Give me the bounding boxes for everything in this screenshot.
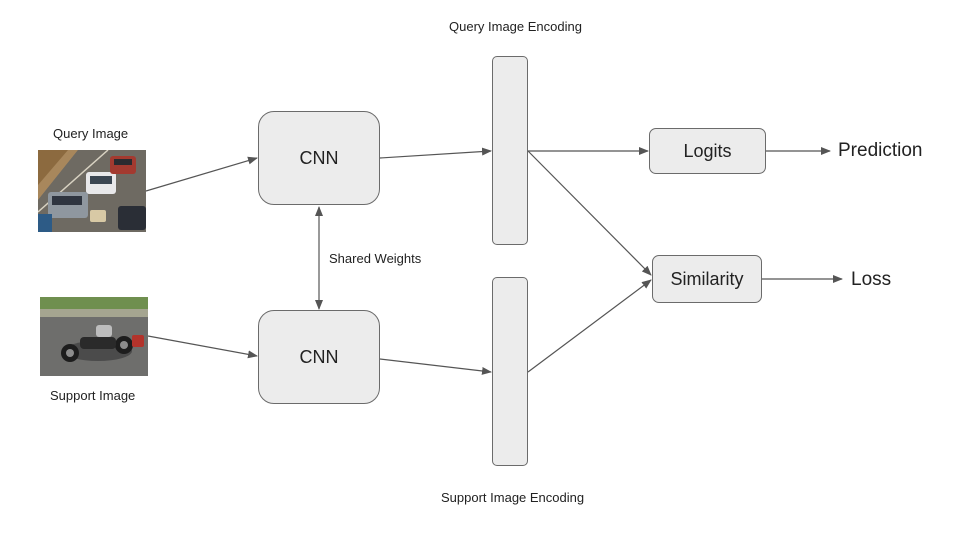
query-image-label: Query Image [53,126,129,141]
query-image-photo [38,150,146,232]
support-image-label: Support Image [50,388,136,403]
arrow-query-image-to-cnn [145,156,258,192]
logits-label: Logits [683,140,732,161]
arrow-query-encoding-to-similarity [527,150,652,276]
similarity-box: Similarity [652,255,762,303]
similarity-label: Similarity [670,268,744,289]
support-encoding-bar [492,277,528,466]
support-image-photo [40,297,148,376]
cnn-bottom-box: CNN [258,310,380,404]
cnn-top-label: CNN [299,147,339,168]
arrow-support-encoding-to-similarity [527,279,652,373]
query-encoding-bar [492,56,528,245]
arrow-cnn-top-to-query-encoding [379,147,492,159]
prediction-label: Prediction [838,140,923,161]
cnn-bottom-label: CNN [299,346,339,367]
query-encoding-label: Query Image Encoding [449,19,582,34]
cnn-top-box: CNN [258,111,380,205]
logits-box: Logits [649,128,766,174]
support-encoding-label: Support Image Encoding [441,490,585,505]
arrow-cnn-bottom-to-support-encoding [379,358,492,375]
loss-label: Loss [851,269,892,290]
shared-weights-label: Shared Weights [329,251,422,266]
arrow-support-image-to-cnn [147,335,258,359]
